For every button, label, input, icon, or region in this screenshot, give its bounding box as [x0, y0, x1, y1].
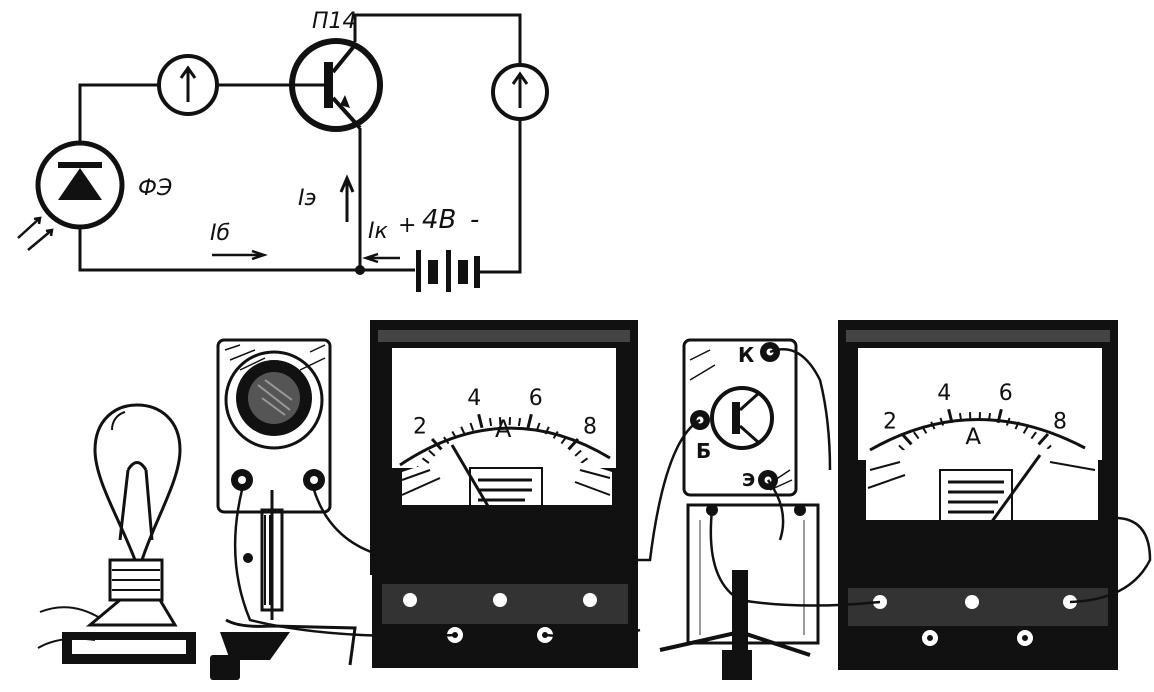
photo-element-symbol: [35, 140, 125, 230]
scale-tick: [921, 426, 928, 434]
scale-tick: [428, 449, 436, 457]
scale-tick: [958, 412, 963, 422]
meter-arrow-icon: [511, 71, 529, 108]
scale-tick: [488, 417, 493, 427]
wire: [480, 120, 522, 274]
collector-terminal-label: К: [738, 343, 755, 367]
connecting-wires: [233, 347, 1152, 638]
scale-tick: [552, 431, 559, 439]
scale-label: 4: [937, 381, 951, 406]
base-current-arrow-icon: [212, 249, 268, 261]
battery-minus: -: [470, 205, 479, 235]
scale-tick: [996, 408, 1003, 424]
transistor-leads: [331, 43, 362, 130]
scale-tick: [544, 426, 550, 435]
scale-tick: [421, 457, 430, 464]
scale-label: 4: [467, 386, 481, 411]
scale-tick: [526, 413, 533, 429]
scale-tick: [443, 436, 450, 445]
scale-label: 8: [583, 415, 597, 440]
battery-voltage-label: 4В: [422, 205, 456, 235]
photo-element-label: ФЭ: [138, 176, 172, 201]
emitter-terminal-label: Э: [742, 470, 755, 491]
base-terminal-label: Б: [696, 439, 711, 463]
meter-arrow-icon: [179, 65, 197, 102]
scale-tick: [900, 432, 913, 446]
light-arrow-icon: [27, 228, 54, 251]
battery-plus: +: [398, 213, 416, 238]
scale-tick: [574, 449, 582, 457]
scale-tick: [430, 437, 443, 451]
scale-tick: [451, 431, 458, 439]
emitter-current-arrow-icon: [339, 174, 355, 222]
junction-dot: [355, 265, 365, 275]
scale-tick: [947, 408, 954, 424]
scale-tick: [580, 457, 589, 464]
battery-box: [686, 503, 820, 645]
transistor-panel: К Б Э: [659, 338, 820, 680]
galvanometer-base-symbol: [157, 54, 219, 116]
meter-needle: [973, 454, 1042, 546]
scale-label: 2: [413, 415, 427, 440]
scale-label: 8: [1053, 410, 1067, 435]
light-bulb: [37, 403, 196, 664]
photocell-panel: [210, 338, 357, 680]
collector-current-label: Iк: [368, 219, 388, 244]
scale-tick: [1005, 417, 1011, 426]
scale-tick: [1022, 426, 1029, 434]
scale-label: 10: [610, 466, 638, 491]
emitter-current-label: Iэ: [298, 186, 317, 211]
scale-tick: [987, 412, 992, 422]
meter-dial: [858, 348, 1102, 460]
galvanometer-collector-symbol: [491, 63, 549, 121]
light-arrow-icon: [17, 216, 42, 239]
scale-tick: [477, 413, 484, 429]
ammeter-left: 0 2 4 6 8 10 A: [370, 320, 638, 668]
wire: [353, 13, 522, 65]
scale-label: 0: [379, 466, 393, 491]
meter-unit: A: [965, 423, 982, 451]
transistor-base-bar: [324, 62, 333, 108]
wire: [78, 83, 158, 142]
wire: [78, 228, 415, 272]
collector-current-arrow-icon: [362, 252, 400, 264]
emitter-arrow-icon: [340, 95, 350, 108]
scale-label: 6: [999, 381, 1013, 406]
circuit-schematic: ФЭ П14 Iэ Iб Iк + 4В -: [17, 9, 549, 292]
meter-unit: A: [495, 415, 512, 443]
diode-triangle: [58, 168, 102, 200]
meter-scale: 0 2 4 6 8 10: [379, 386, 639, 491]
scale-label: 2: [883, 410, 897, 435]
meter-window: [469, 467, 543, 539]
scale-tick: [460, 426, 466, 435]
scale-tick: [560, 436, 567, 445]
scale-tick: [535, 422, 541, 431]
scale-label: 6: [529, 386, 543, 411]
scale-tick: [1014, 421, 1020, 430]
scale-tick: [517, 417, 522, 427]
scale-tick: [913, 431, 920, 440]
scale-label: 0: [849, 461, 863, 486]
scale-tick: [1030, 431, 1037, 440]
battery-symbol: [416, 250, 480, 292]
scale-tick: [1037, 432, 1050, 446]
scale-tick: [469, 422, 475, 431]
scale-tick: [939, 417, 945, 426]
meter-needle: [450, 444, 507, 536]
scale-tick: [567, 437, 580, 451]
transistor-label: П14: [312, 9, 357, 34]
scale-tick: [930, 421, 936, 430]
base-current-label: Iб: [210, 221, 230, 246]
